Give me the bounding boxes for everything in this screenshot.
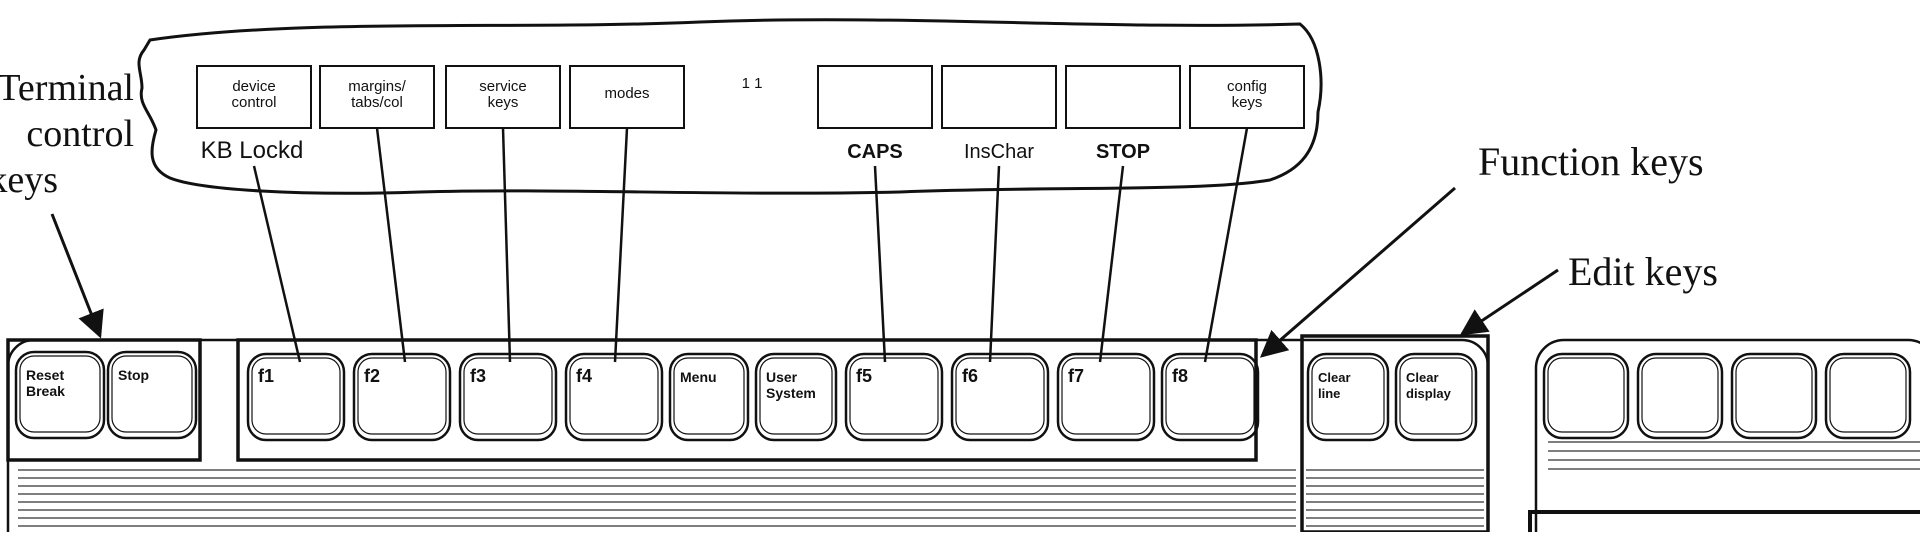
key-f4[interactable]: f4 bbox=[564, 352, 664, 442]
key-f3[interactable]: f3 bbox=[458, 352, 558, 442]
keyboard-ridges bbox=[18, 441, 1920, 537]
softkey-leader-line bbox=[1203, 127, 1249, 363]
edit-keys-callout: Edit keys bbox=[1568, 249, 1718, 294]
edit-keys-arrow bbox=[1459, 268, 1559, 336]
softkey-display-panel bbox=[137, 18, 1323, 195]
key-label: Reset bbox=[26, 367, 64, 383]
softkey-box-label: modes bbox=[604, 85, 649, 102]
key-label: Menu bbox=[680, 369, 717, 385]
right-keypad-housing bbox=[1534, 338, 1920, 537]
right-keypad-key-3[interactable] bbox=[1730, 352, 1818, 440]
softkey-leader-line bbox=[873, 165, 887, 363]
key-f6[interactable]: f6 bbox=[950, 352, 1050, 442]
softkey-leader-line bbox=[988, 165, 1001, 363]
terminal-control-group-frame bbox=[6, 338, 202, 462]
right-keypad-key-4[interactable] bbox=[1824, 352, 1912, 440]
softkey-leader-line bbox=[613, 127, 629, 363]
softkey-leader-line bbox=[252, 165, 302, 363]
softkey-leader-lines bbox=[252, 127, 1249, 363]
function-keys-group-frame bbox=[236, 338, 1258, 462]
softkey-leader-line bbox=[1098, 165, 1125, 363]
terminal-control-arrow bbox=[50, 213, 104, 339]
key-label: Break bbox=[26, 383, 65, 399]
softkey-box-2: margins/tabs/col bbox=[319, 65, 435, 129]
key-f1[interactable]: f1 bbox=[246, 352, 346, 442]
key-label: Clear bbox=[1318, 370, 1351, 385]
right-keypad-key-1[interactable] bbox=[1542, 352, 1630, 440]
softkey-box-label: device bbox=[232, 78, 275, 95]
key-label: line bbox=[1318, 386, 1340, 401]
softkey-box-4: modes bbox=[569, 65, 685, 129]
softkey-status-label: CAPS bbox=[847, 141, 903, 163]
key-f7[interactable]: f7 bbox=[1056, 352, 1156, 442]
key-menu[interactable]: Menu bbox=[668, 352, 750, 442]
key-label: f2 bbox=[364, 366, 380, 386]
key-label: f6 bbox=[962, 366, 978, 386]
key-label: f4 bbox=[576, 366, 592, 386]
key-f8[interactable]: f8 bbox=[1160, 352, 1260, 442]
softkey-box-label: tabs/col bbox=[351, 94, 403, 111]
softkey-box-label: config bbox=[1227, 78, 1267, 95]
right-keypad-key-2[interactable] bbox=[1636, 352, 1724, 440]
softkey-status-label: KB Lockd bbox=[201, 137, 304, 164]
terminal-control-callout-line3: keys bbox=[0, 159, 58, 201]
function-keys-callout: Function keys bbox=[1478, 139, 1704, 184]
key-f2[interactable]: f2 bbox=[352, 352, 452, 442]
softkey-status-label: STOP bbox=[1096, 141, 1150, 163]
key-f5[interactable]: f5 bbox=[844, 352, 944, 442]
key-label: f8 bbox=[1172, 366, 1188, 386]
softkey-box-5: CAPS bbox=[817, 65, 933, 163]
softkey-box-7: STOP bbox=[1065, 65, 1181, 163]
softkey-box-label: keys bbox=[488, 94, 519, 111]
terminal-control-callout-line2: control bbox=[26, 113, 134, 155]
function-keys-arrow bbox=[1259, 186, 1456, 358]
key-label: Clear bbox=[1406, 370, 1439, 385]
key-stop[interactable]: Stop bbox=[106, 350, 198, 440]
key-label: System bbox=[766, 385, 816, 401]
key-label: User bbox=[766, 369, 798, 385]
softkey-leader-line bbox=[375, 127, 407, 363]
softkey-box-label: service bbox=[479, 78, 527, 95]
softkey-leader-line bbox=[501, 127, 512, 363]
softkey-box-label: margins/ bbox=[348, 78, 406, 95]
key-label: Stop bbox=[118, 367, 149, 383]
key-label: display bbox=[1406, 386, 1452, 401]
softkey-box-6: InsChar bbox=[941, 65, 1057, 163]
softkey-box-label: keys bbox=[1232, 94, 1263, 111]
terminal-control-callout-line1: Terminal bbox=[0, 67, 134, 109]
display-indicator: 1 1 bbox=[742, 75, 763, 92]
key-label: f7 bbox=[1068, 366, 1084, 386]
softkey-box-label: control bbox=[231, 94, 276, 111]
key-label: f3 bbox=[470, 366, 486, 386]
key-label: f1 bbox=[258, 366, 274, 386]
right-keypad-keys bbox=[1542, 352, 1912, 440]
key-label: f5 bbox=[856, 366, 872, 386]
softkey-status-label: InsChar bbox=[964, 141, 1034, 163]
